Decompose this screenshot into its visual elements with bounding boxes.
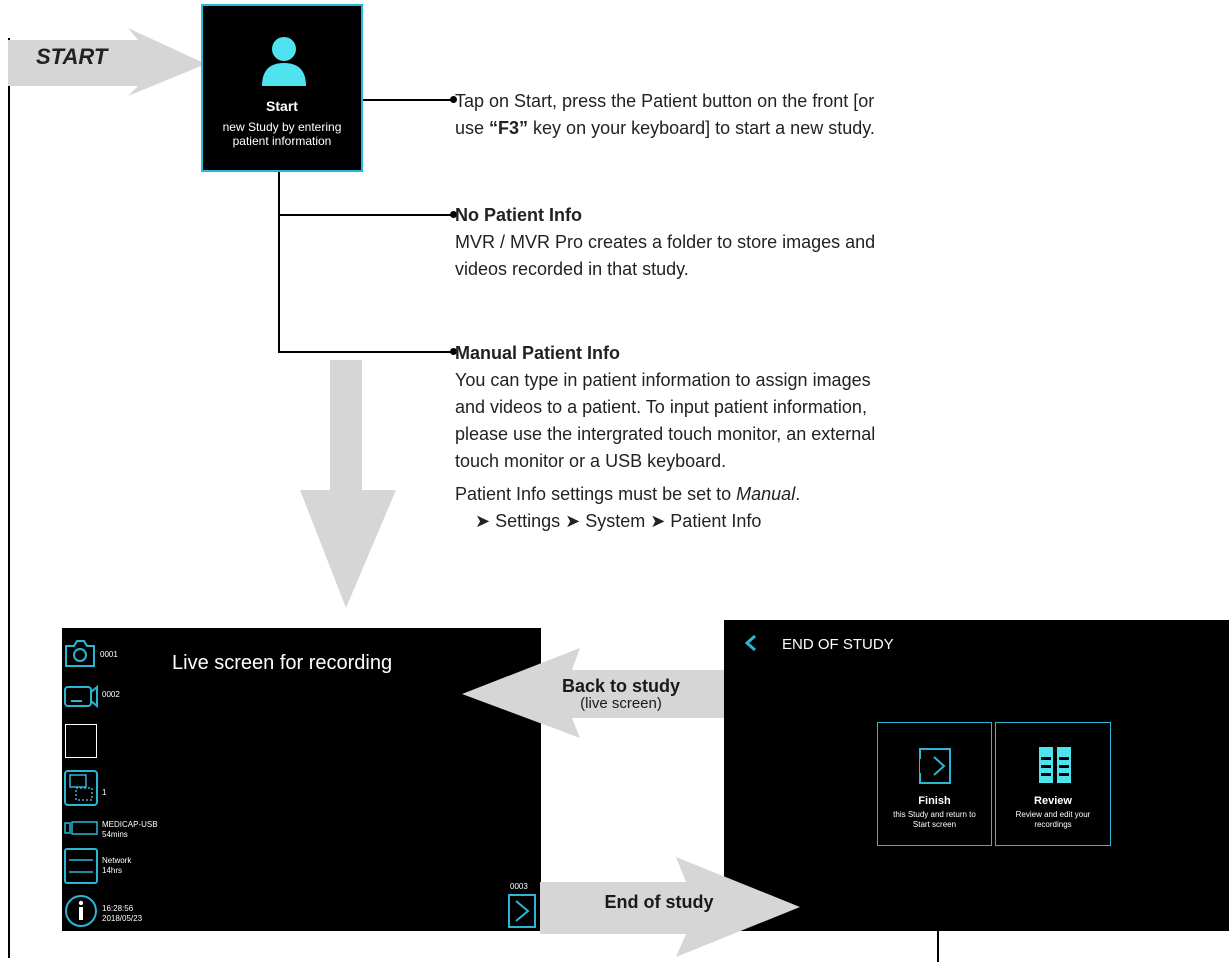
video-count: 0002 bbox=[102, 690, 120, 699]
connector-step1 bbox=[363, 99, 453, 101]
end-screen-title: END OF STUDY bbox=[782, 636, 894, 653]
network-icon[interactable] bbox=[64, 848, 98, 884]
review-tile[interactable]: Review Review and edit your recordings bbox=[995, 722, 1111, 846]
connector-dot bbox=[450, 348, 457, 355]
end-of-study-screen[interactable]: END OF STUDY Finish this Study and retur… bbox=[724, 620, 1229, 931]
info-icon[interactable] bbox=[64, 894, 98, 928]
connector-vertical bbox=[278, 172, 280, 352]
review-description: Review and edit your recordings bbox=[1015, 810, 1091, 829]
start-tile-description: new Study by entering patient informatio… bbox=[222, 120, 342, 148]
connector-dot bbox=[450, 96, 457, 103]
camera-icon[interactable] bbox=[64, 638, 96, 668]
layout-count: 1 bbox=[102, 788, 107, 797]
next-icon[interactable] bbox=[508, 894, 536, 928]
video-icon[interactable] bbox=[64, 684, 98, 708]
live-screen[interactable]: Live screen for recording 0001 0002 1 ME… bbox=[62, 628, 541, 931]
start-banner-label: START bbox=[36, 44, 108, 69]
connector-manual-patient bbox=[278, 351, 453, 353]
layout-icon[interactable] bbox=[64, 770, 98, 806]
no-patient-info: No Patient Info MVR / MVR Pro creates a … bbox=[455, 205, 876, 279]
usb-status: MEDICAP-USB 54mins bbox=[102, 820, 158, 839]
connector-dot bbox=[450, 211, 457, 218]
start-tile-title: Start bbox=[266, 98, 298, 114]
finish-title: Finish bbox=[918, 795, 951, 807]
start-banner-arrow bbox=[8, 28, 206, 96]
connector-no-patient bbox=[278, 214, 453, 216]
photo-count: 0001 bbox=[100, 650, 118, 659]
next-count: 0003 bbox=[510, 882, 528, 891]
usb-icon[interactable] bbox=[64, 821, 98, 835]
start-tile[interactable]: Start new Study by entering patient info… bbox=[201, 4, 363, 172]
finish-tile[interactable]: Finish this Study and return to Start sc… bbox=[877, 722, 992, 846]
down-flow-arrow bbox=[300, 360, 396, 608]
back-chevron-icon[interactable] bbox=[744, 634, 758, 652]
live-screen-title: Live screen for recording bbox=[172, 652, 393, 674]
step1-description: Tap on Start, press the Patient button o… bbox=[455, 91, 875, 138]
person-icon bbox=[262, 37, 306, 86]
review-icon bbox=[1039, 747, 1071, 783]
end-of-study-label: End of study bbox=[604, 892, 714, 912]
finish-connector-line bbox=[937, 852, 939, 962]
flow-left-line bbox=[8, 38, 10, 958]
preview-box[interactable] bbox=[65, 724, 97, 758]
back-to-study-label: Back to study (live screen) bbox=[561, 676, 681, 712]
finish-icon bbox=[919, 748, 951, 784]
network-status: Network 14hrs bbox=[102, 856, 132, 875]
end-of-study-arrow bbox=[540, 857, 800, 957]
datetime: 16:28:56 2018/05/23 bbox=[102, 904, 143, 923]
finish-description: this Study and return to Start screen bbox=[893, 810, 976, 829]
review-title: Review bbox=[1034, 795, 1072, 807]
manual-patient-info: Manual Patient Info You can type in pati… bbox=[455, 343, 876, 531]
back-to-study-arrow bbox=[462, 648, 724, 738]
